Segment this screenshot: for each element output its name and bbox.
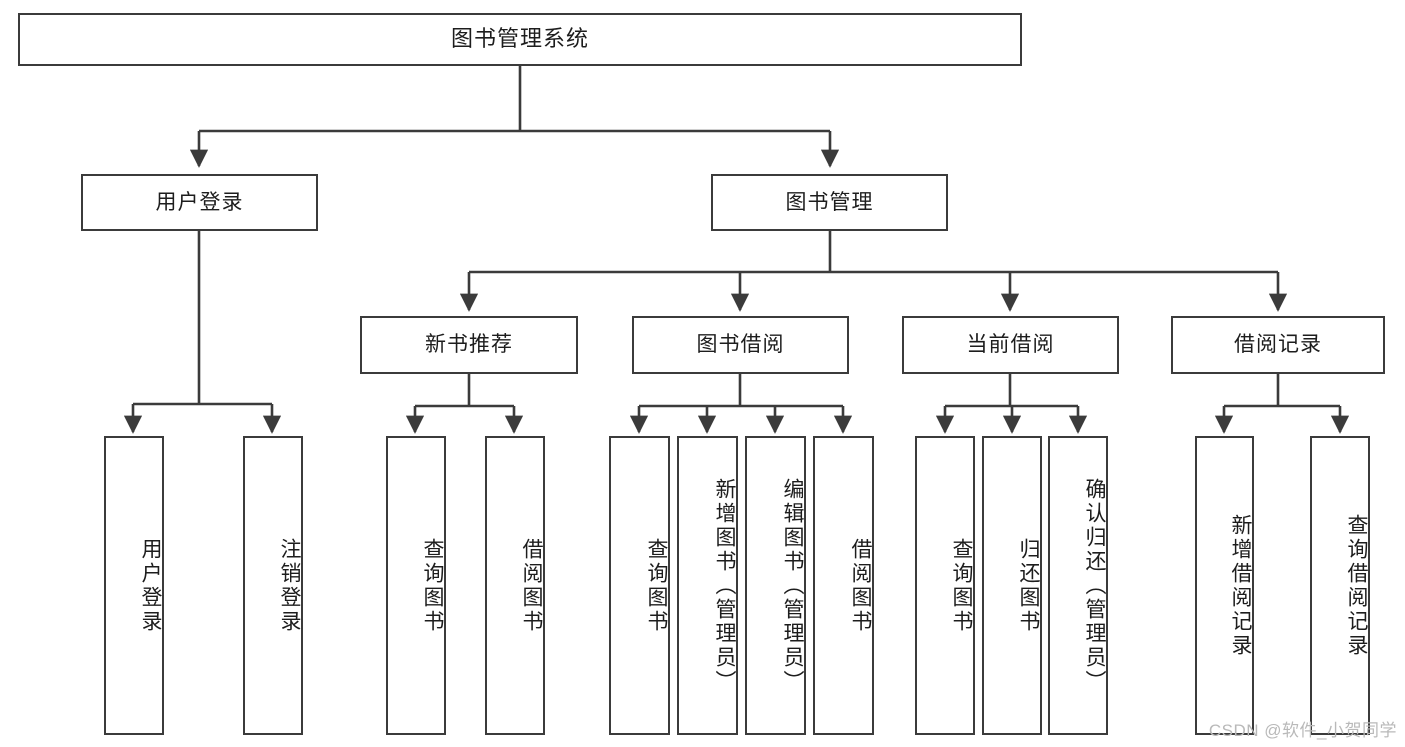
leaf-query-book-1[interactable]: 查询图书 (386, 436, 446, 735)
node-label: 图书管理 (785, 190, 874, 214)
leaf-query-record[interactable]: 查询借阅记录 (1310, 436, 1370, 735)
csdn-watermark: CSDN @软件_小贺同学 (1208, 721, 1397, 740)
node-current-borrow[interactable]: 当前借阅 (902, 316, 1119, 374)
leaf-user-logout[interactable]: 注销登录 (243, 436, 303, 735)
node-label: 新增借阅记录 (1229, 513, 1252, 658)
node-label: 编辑图书（管理员） (781, 477, 804, 694)
node-label: 用户登录 (139, 537, 162, 634)
leaf-add-record[interactable]: 新增借阅记录 (1195, 436, 1254, 735)
leaf-query-book-3[interactable]: 查询图书 (915, 436, 975, 735)
leaf-borrow-book-2[interactable]: 借阅图书 (813, 436, 874, 735)
node-book-management[interactable]: 图书管理 (711, 174, 948, 231)
node-label: 新书推荐 (425, 333, 513, 357)
node-borrow-record[interactable]: 借阅记录 (1171, 316, 1385, 374)
node-label: 借阅记录 (1234, 333, 1322, 357)
node-label: 图书借阅 (696, 333, 785, 357)
node-label: 确认归还（管理员） (1083, 477, 1106, 694)
leaf-query-book-2[interactable]: 查询图书 (609, 436, 670, 735)
node-label: 新增图书（管理员） (713, 477, 736, 694)
leaf-confirm-return[interactable]: 确认归还（管理员） (1048, 436, 1108, 735)
node-label: 图书管理系统 (450, 26, 589, 52)
leaf-add-book[interactable]: 新增图书（管理员） (677, 436, 738, 735)
leaf-edit-book[interactable]: 编辑图书（管理员） (745, 436, 806, 735)
node-user-login[interactable]: 用户登录 (81, 174, 318, 231)
node-label: 查询图书 (645, 537, 668, 634)
leaf-borrow-book-1[interactable]: 借阅图书 (485, 436, 545, 735)
node-label: 当前借阅 (966, 333, 1055, 357)
leaf-user-login[interactable]: 用户登录 (104, 436, 164, 735)
node-new-book-recommend[interactable]: 新书推荐 (360, 316, 578, 374)
node-book-borrow[interactable]: 图书借阅 (632, 316, 849, 374)
node-root-book-management-system[interactable]: 图书管理系统 (18, 13, 1022, 66)
node-label: 归还图书 (1017, 537, 1040, 634)
node-label: 查询图书 (421, 537, 444, 634)
node-label: 查询图书 (950, 537, 973, 634)
node-label: 借阅图书 (520, 537, 543, 634)
node-label: 注销登录 (278, 537, 301, 634)
node-label: 用户登录 (155, 190, 244, 214)
node-label: 借阅图书 (849, 537, 872, 634)
leaf-return-book[interactable]: 归还图书 (982, 436, 1042, 735)
node-label: 查询借阅记录 (1345, 513, 1368, 658)
